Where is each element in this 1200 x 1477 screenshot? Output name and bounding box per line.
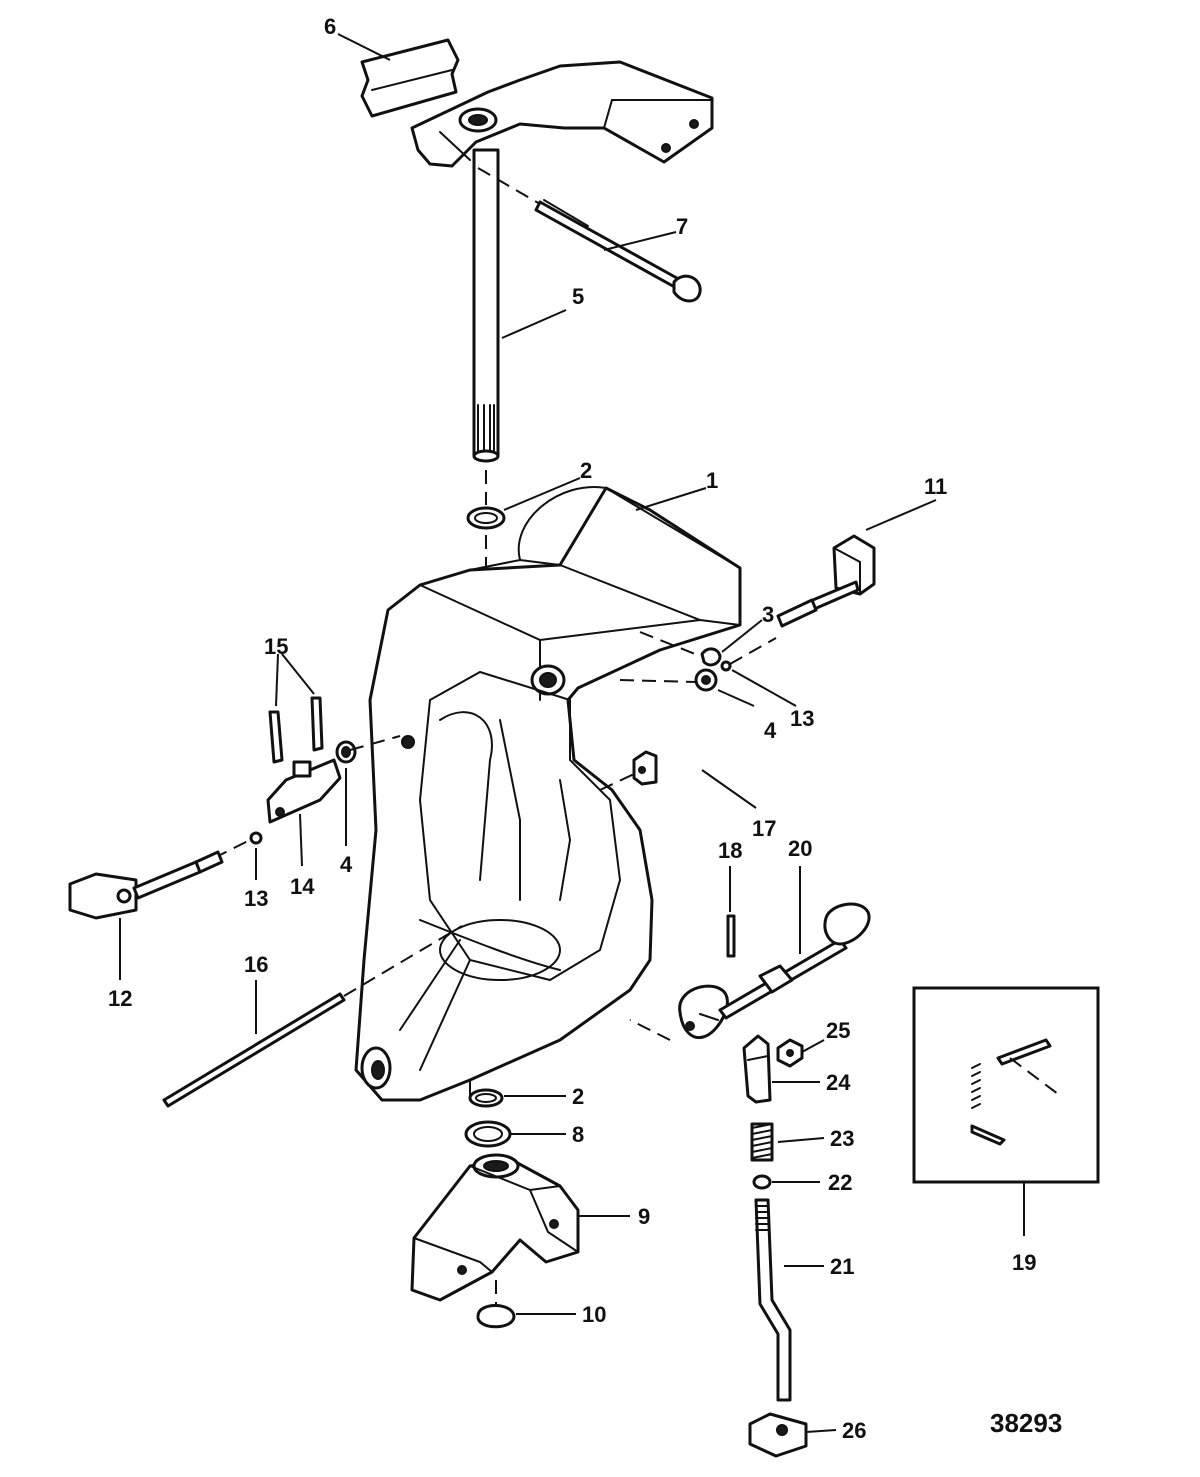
callout-20: 20 [788,836,812,861]
callout-labels: 6 5 7 2 1 11 3 4 13 15 17 4 14 13 12 16 … [108,14,1062,1443]
callout-13-left: 13 [244,886,268,911]
part-3-bushing [700,647,722,667]
callout-21: 21 [830,1254,854,1279]
part-6-pad [360,38,460,118]
part-25-nut [776,1038,804,1068]
callout-7: 7 [676,214,688,239]
part-11-pin-handle [776,534,876,628]
part-22-washer [752,1174,772,1190]
callout-25: 25 [826,1018,850,1043]
part-13-spacer-right [720,660,732,672]
callout-13-right: 13 [790,706,814,731]
callout-3: 3 [762,602,774,627]
part-1-swivel-bracket [354,485,742,1102]
callout-2-upper: 2 [580,458,592,483]
part-9-steering-yoke [410,1153,580,1302]
callout-17: 17 [752,816,776,841]
callout-12: 12 [108,986,132,1011]
callout-4-right: 4 [764,718,777,743]
part-10-snap-ring [476,1280,516,1329]
part-8-thrust-washer [464,1120,512,1148]
part-24-lock-lever [742,1034,772,1104]
leader-lines [119,33,1025,1433]
callout-11: 11 [924,474,947,499]
callout-23: 23 [830,1126,854,1151]
part-21-lock-rod [754,1198,792,1402]
callout-6: 6 [324,14,336,39]
axis-right-pins [639,631,701,657]
callout-19: 19 [1012,1250,1036,1275]
part-5-steering-arm [410,60,714,463]
callout-5: 5 [572,284,584,309]
part-14-lock-lever [266,758,342,824]
part-12-pin-handle [68,850,224,920]
part-15-cotter-pins [268,696,324,764]
part-18-pin [726,914,736,958]
part-16-rod [162,925,463,1108]
inset-box-19 [912,986,1100,1184]
part-7-bolt [477,167,702,303]
part-2-lower-bushing [468,1088,504,1108]
part-4-washer-left [335,740,357,764]
callout-18: 18 [718,838,742,863]
part-20-tilt-lock-shaft [629,902,871,1041]
axis-right-pins-2 [729,637,777,665]
part-13-spacer-left [249,831,263,845]
callout-15: 15 [264,634,288,659]
callout-22: 22 [828,1170,852,1195]
callout-24: 24 [826,1070,851,1095]
part-26-knob [748,1412,808,1458]
callout-8: 8 [572,1122,584,1147]
part-2-upper-bushing [466,470,506,570]
part-17-plug [599,750,658,791]
drawing-number: 38293 [990,1408,1062,1438]
callout-14: 14 [290,874,315,899]
callout-1: 1 [706,468,718,493]
part-4-washer-right [694,668,718,692]
callout-4-left: 4 [340,852,353,877]
axis-right-pins-3 [619,679,697,683]
callout-10: 10 [582,1302,606,1327]
axis-left-pins [349,735,401,751]
callout-9: 9 [638,1204,650,1229]
callout-26: 26 [842,1418,866,1443]
part-23-spring [750,1122,774,1162]
callout-2-lower: 2 [572,1084,584,1109]
callout-16: 16 [244,952,268,977]
